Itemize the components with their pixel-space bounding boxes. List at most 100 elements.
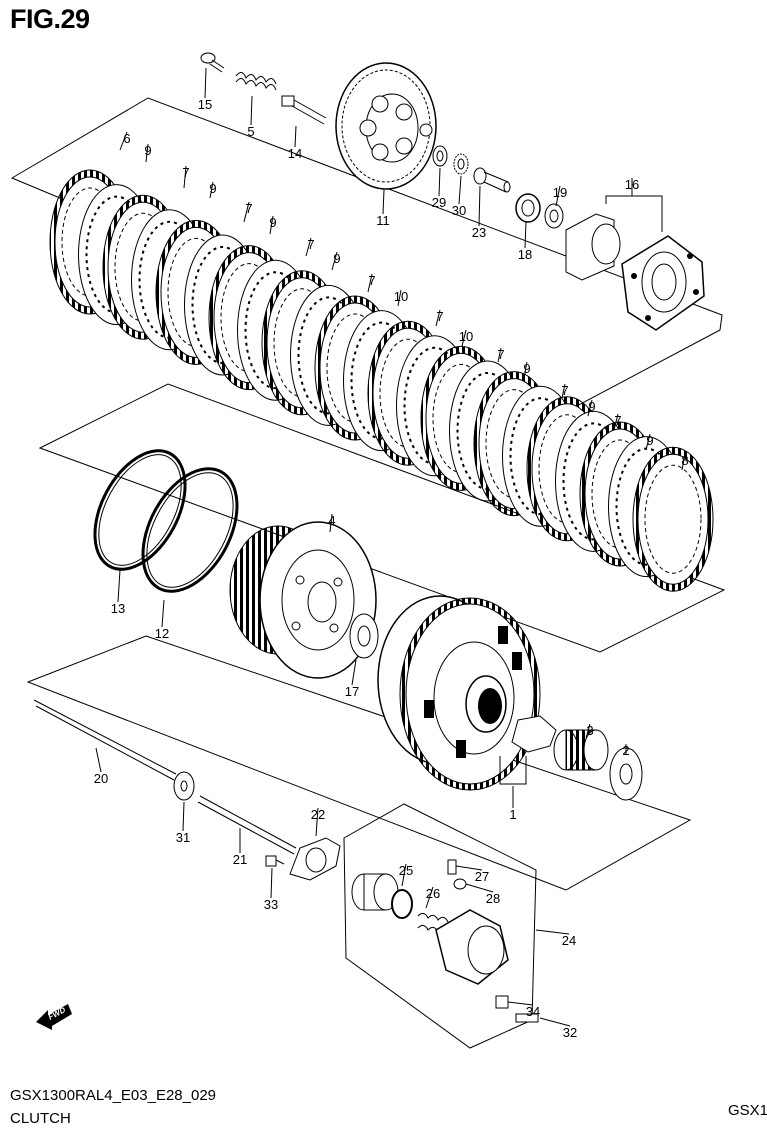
callout-number: 7: [182, 165, 189, 180]
callout-number: 10: [394, 289, 408, 304]
callout-leader: [465, 883, 494, 893]
clutch-spring-bolt: [200, 52, 225, 73]
callout-number: 9: [144, 143, 151, 158]
group-bracket-1: [499, 756, 527, 785]
callout-number: 13: [111, 601, 125, 616]
plates-group-lower-box: [38, 383, 726, 653]
callout-leader: [331, 251, 338, 271]
callout-leader: [524, 221, 527, 249]
callout-layer: 1551411293023191618697979797107107979798…: [94, 67, 689, 1040]
needle-bearing-3: [553, 729, 609, 771]
callout-number: 32: [563, 1025, 577, 1040]
callout-number: 19: [553, 185, 567, 200]
release-cylinder-group-box: [343, 803, 537, 1049]
callout-leader: [523, 361, 528, 379]
callout-leader: [270, 867, 273, 899]
callout-leader: [269, 215, 274, 235]
model-code: GSX1300RAL4_E03_E28_029: [10, 1087, 217, 1104]
callout-leader: [455, 865, 483, 871]
washer-29: [432, 145, 448, 167]
callout-number: 1: [509, 807, 516, 822]
oil-seal-31: [173, 771, 195, 801]
callout-number: 23: [472, 225, 486, 240]
primary-driven-gear-assembly: [377, 595, 557, 791]
callout-leader: [507, 1001, 534, 1006]
callout-leader: [535, 929, 570, 935]
washer-19: [544, 203, 564, 229]
callout-leader: [315, 807, 319, 837]
callout-leader: [681, 453, 686, 471]
callout-number: 3: [586, 723, 593, 738]
washer-30: [453, 153, 469, 175]
callout-number: 4: [328, 513, 335, 528]
callout-number: 30: [452, 203, 466, 218]
bolt-33: [265, 855, 285, 867]
callout-leader: [161, 599, 165, 628]
hub-group-box: [26, 635, 692, 891]
pressure-plate: [335, 62, 437, 190]
callout-number: 25: [399, 863, 413, 878]
wire-ring-12: [141, 467, 239, 593]
callout-leader: [382, 189, 385, 215]
callout-number: 26: [426, 886, 440, 901]
callout-number: 2: [622, 743, 629, 758]
callout-leader: [145, 143, 149, 163]
callout-leader: [329, 513, 333, 533]
callout-number: 20: [94, 771, 108, 786]
callout-number: 7: [614, 413, 621, 428]
callout-number: 16: [625, 177, 639, 192]
callout-leader: [117, 569, 121, 603]
callout-number: 28: [486, 891, 500, 906]
callout-number: 9: [646, 433, 653, 448]
clutch-push-rod-20: [33, 699, 177, 781]
callout-number: 10: [459, 329, 473, 344]
callout-leader: [209, 181, 214, 199]
callout-leader: [435, 309, 441, 327]
clutch-bolt: [281, 95, 327, 125]
callout-number: 21: [233, 852, 247, 867]
callout-number: 7: [307, 237, 314, 252]
callout-leader: [438, 167, 441, 197]
callout-number: 34: [526, 1004, 540, 1019]
clutch-sleeve-hub: [229, 521, 377, 679]
callout-leader: [204, 67, 207, 99]
callout-leader: [587, 399, 593, 417]
callout-number: 9: [523, 361, 530, 376]
page-corner-code: GSX1: [728, 1102, 767, 1119]
friction-plate: [632, 446, 714, 592]
callout-number: 22: [311, 807, 325, 822]
callout-leader: [351, 659, 357, 686]
callout-number: 7: [245, 201, 252, 216]
callout-number: 7: [497, 347, 504, 362]
callout-leader: [182, 801, 185, 832]
clutch-damper-assembly: [565, 213, 705, 331]
forward-direction-badge: FWD: [36, 1004, 72, 1030]
callout-leader: [95, 747, 102, 773]
section-name: CLUTCH: [10, 1110, 71, 1127]
callout-number: 11: [376, 213, 390, 228]
release-cover-22: [289, 837, 341, 881]
callout-leader: [461, 329, 467, 347]
callout-number: 14: [288, 146, 302, 161]
callout-leader: [243, 201, 250, 223]
callout-number: 24: [562, 933, 576, 948]
callout-leader: [305, 237, 312, 257]
callout-leader: [645, 433, 651, 451]
callout-leader: [585, 723, 591, 739]
callout-number: 6: [123, 131, 130, 146]
callout-leader: [250, 95, 253, 126]
callout-leader: [555, 185, 561, 207]
callout-leader: [119, 131, 128, 151]
spacer-2: [609, 747, 643, 801]
callout-leader: [561, 383, 566, 399]
callout-leader: [478, 185, 481, 227]
callout-number: 29: [432, 195, 446, 210]
callout-number: 9: [269, 215, 276, 230]
bearing-18: [515, 193, 541, 223]
callout-leader: [425, 886, 434, 909]
callout-number: 18: [518, 247, 532, 262]
callout-number: 7: [436, 309, 443, 324]
callout-number: 5: [247, 124, 254, 139]
callout-number: 9: [209, 181, 216, 196]
